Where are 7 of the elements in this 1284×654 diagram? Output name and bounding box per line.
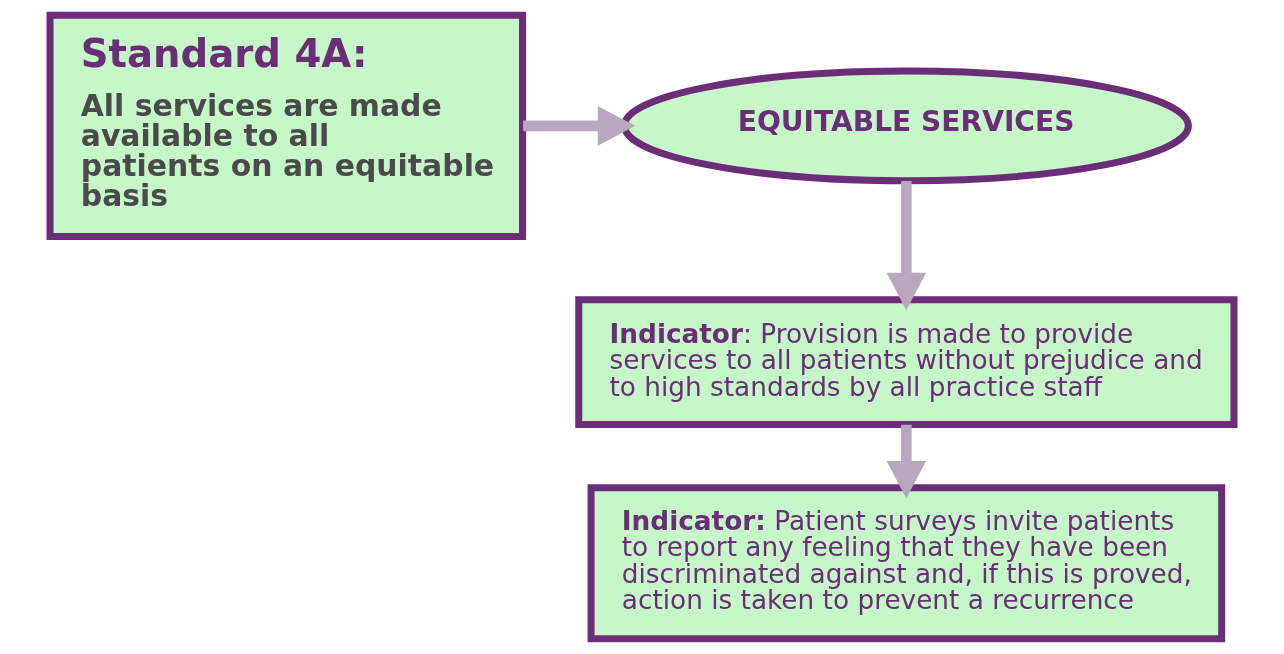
arrow (523, 106, 636, 146)
arrow (886, 424, 927, 499)
node-box: Indicator: Provision is made to provide services to all patients without prejudice and to high standards by all practice staff (575, 296, 1238, 428)
node-ellipse: EQUITABLE SERVICES (620, 67, 1192, 185)
node-box: Indicator: Patient surveys invite patients to report any feeling that they have been discriminated against and, if this is proved, action is taken to prevent a recurrence (587, 484, 1226, 643)
node-box: Standard 4A: All services are made available to all patients on an equitable basis (46, 11, 527, 241)
arrow (886, 181, 927, 311)
